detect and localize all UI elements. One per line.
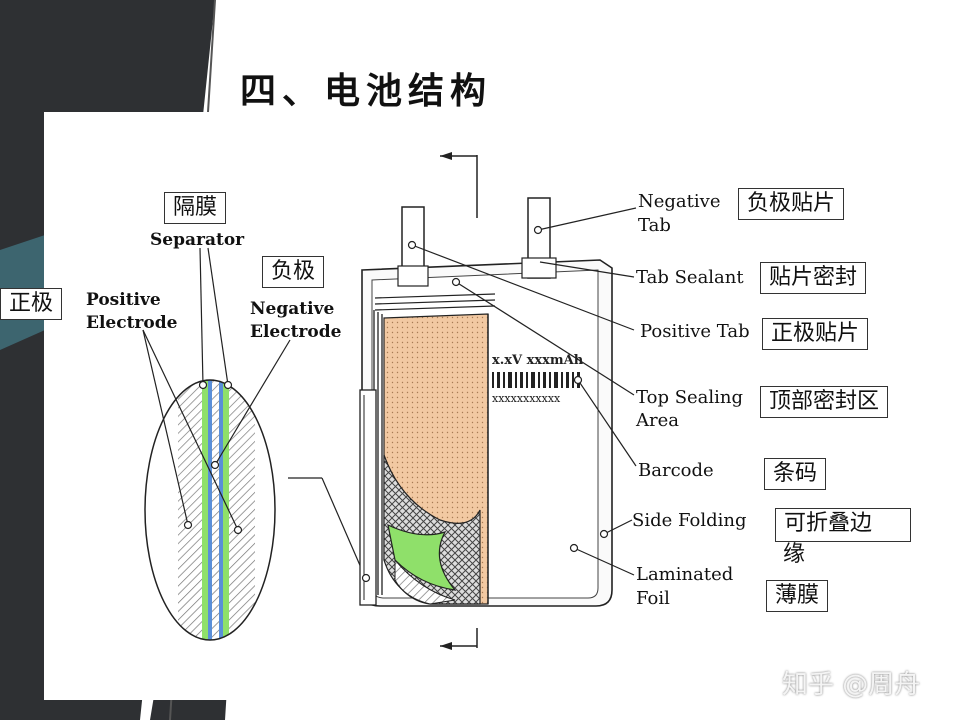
label-barcode-en: Barcode <box>638 460 714 481</box>
label-side-folding-cn: 可折叠边 缘 <box>775 508 911 568</box>
label-positive-electrode-cn: 正极 <box>0 288 63 320</box>
battery-serial-text: xxxxxxxxxxx <box>492 392 561 405</box>
watermark: 知乎 @周舟 <box>782 670 921 700</box>
label-top-sealing-en-2: Area <box>636 410 679 431</box>
label-negative-tab-en-2: Tab <box>638 215 671 236</box>
label-side-folding-en: Side Folding <box>632 510 747 531</box>
label-barcode-cn: 条码 <box>764 458 827 490</box>
label-negative-electrode-cn: 负极 <box>262 256 325 288</box>
slide-title: 四、电池结构 <box>240 71 493 112</box>
label-negative-electrode-en-1: Negative <box>250 299 335 319</box>
label-positive-tab-en: Positive Tab <box>640 321 750 342</box>
label-side-folding-cn-line1: 可折叠边 <box>775 508 911 542</box>
label-laminated-foil-en-2: Foil <box>636 588 670 609</box>
label-side-folding-cn-line2: 缘 <box>783 542 806 567</box>
battery-capacity-text: x.xV xxxmAh <box>492 353 584 368</box>
label-top-sealing-cn: 顶部密封区 <box>760 386 889 418</box>
label-top-sealing-en-1: Top Sealing <box>636 387 744 408</box>
battery-pouch: x.xV xxxmAh xxxxxxxxxxx <box>359 152 613 650</box>
label-separator-en: Separator <box>150 230 245 250</box>
label-negative-tab-cn: 负极贴片 <box>738 188 845 220</box>
label-negative-electrode-en-2: Electrode <box>250 322 342 342</box>
label-positive-electrode-en-1: Positive <box>86 290 161 310</box>
label-positive-tab-cn: 正极贴片 <box>762 318 869 350</box>
label-tab-sealant-cn: 贴片密封 <box>760 262 867 294</box>
label-negative-tab-en-1: Negative <box>638 191 721 212</box>
cross-section-ellipse <box>145 380 275 640</box>
label-laminated-foil-en-1: Laminated <box>636 564 734 585</box>
label-laminated-foil-cn: 薄膜 <box>766 580 829 612</box>
label-tab-sealant-en: Tab Sealant <box>636 267 744 288</box>
label-positive-electrode-en-2: Electrode <box>86 313 178 333</box>
label-separator-cn: 隔膜 <box>164 192 227 224</box>
